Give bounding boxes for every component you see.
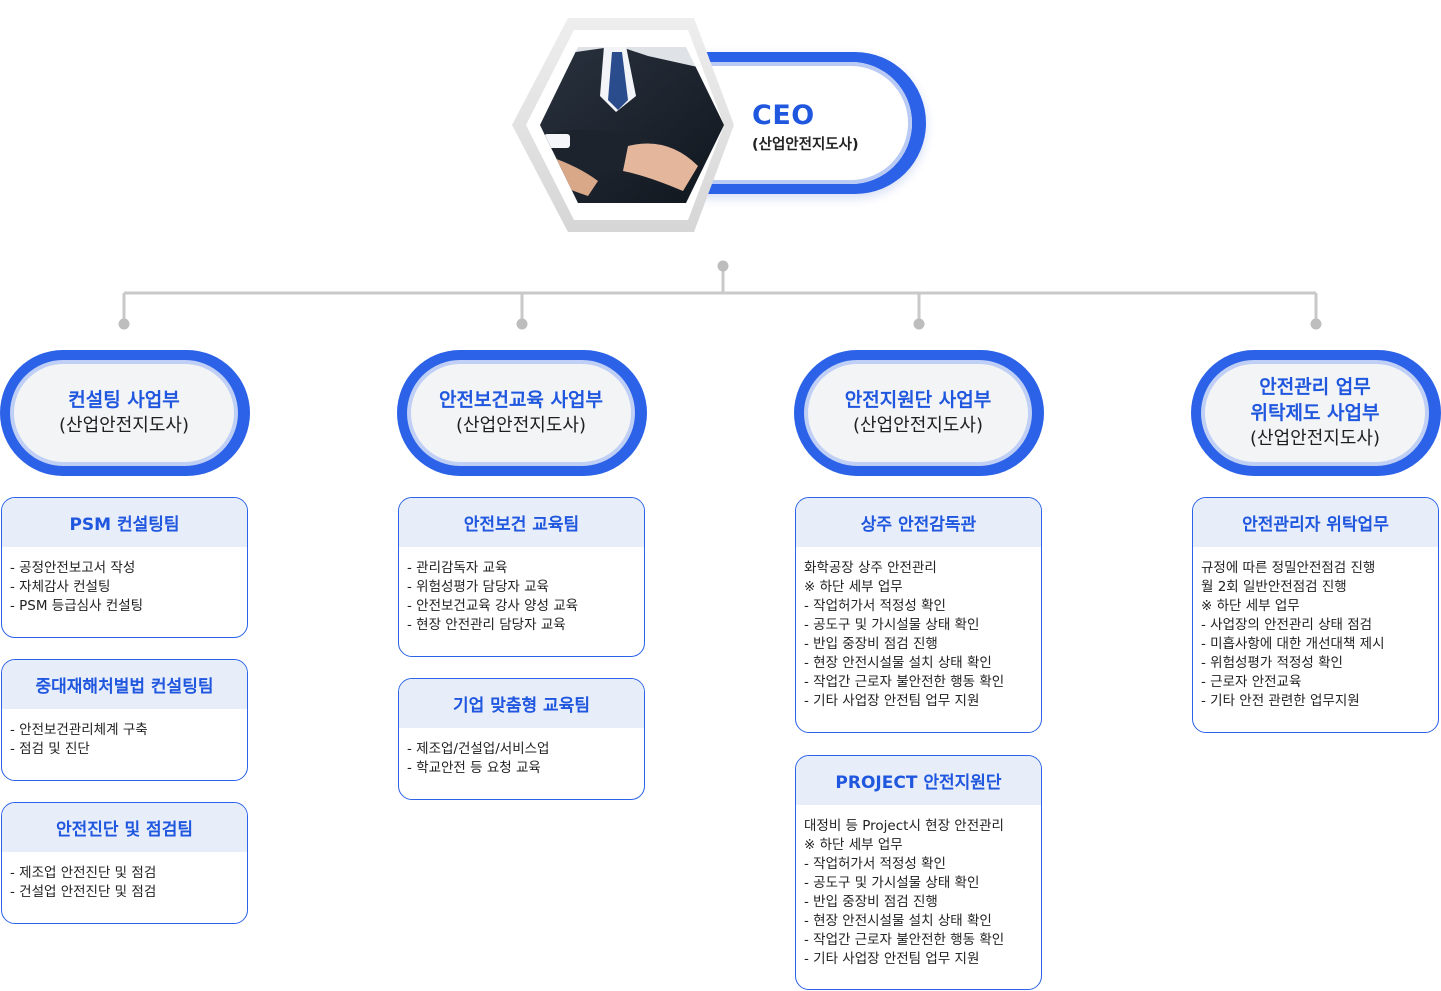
team-line: - 반입 중장비 점검 진행: [804, 636, 938, 652]
team-body: - 제조업 안전진단 및 점검 - 건설업 안전진단 및 점검: [2, 852, 247, 912]
team-line: - 제조업/건설업/서비스업: [407, 741, 550, 757]
team-body: 규정에 따른 정밀안전점검 진행 월 2회 일반안전점검 진행 ※ 하단 세부 …: [1193, 547, 1438, 721]
team-line: - 제조업 안전진단 및 점검: [10, 865, 157, 881]
dept-name: 안전보건교육 사업부: [439, 389, 603, 411]
team-card-resident-supervisor: 상주 안전감독관 화학공장 상주 안전관리 ※ 하단 세부 업무 - 작업허가서…: [795, 497, 1042, 733]
team-body: - 안전보건관리체계 구축 - 점검 및 진단: [2, 709, 247, 769]
team-line: - 점검 및 진단: [10, 741, 90, 757]
dept-name: 안전지원단 사업부: [844, 389, 992, 411]
team-line: 화학공장 상주 안전관리: [804, 560, 937, 576]
dept-consulting-inner: 컨설팅 사업부 (산업안전지도사): [10, 360, 238, 466]
businessman-image: [540, 47, 724, 203]
team-line: - 미흡사항에 대한 개선대책 제시: [1201, 636, 1385, 652]
team-body: - 공정안전보고서 작성 - 자체감사 컨설팅 - PSM 등급심사 컨설팅: [2, 547, 247, 626]
team-line: 월 2회 일반안전점검 진행: [1201, 579, 1347, 595]
team-line: - 공도구 및 가시설물 상태 확인: [804, 875, 980, 891]
team-line: 대정비 등 Project시 현장 안전관리: [804, 818, 1004, 834]
team-title: 안전보건 교육팀: [399, 498, 644, 547]
team-title: 중대재해처벌법 컨설팅팀: [2, 660, 247, 709]
team-line: - 관리감독자 교육: [407, 560, 508, 576]
team-line: - 반입 중장비 점검 진행: [804, 894, 938, 910]
team-card-safety-education: 안전보건 교육팀 - 관리감독자 교육 - 위험성평가 담당자 교육 - 안전보…: [398, 497, 645, 657]
team-line: - 건설업 안전진단 및 점검: [10, 884, 157, 900]
dept-support: 안전지원단 사업부 (산업안전지도사): [794, 350, 1044, 476]
team-body: - 관리감독자 교육 - 위험성평가 담당자 교육 - 안전보건교육 강사 양성…: [399, 547, 644, 645]
dept-consulting: 컨설팅 사업부 (산업안전지도사): [0, 350, 250, 476]
dept-education-inner: 안전보건교육 사업부 (산업안전지도사): [407, 360, 635, 466]
team-line: - 현장 안전시설물 설치 상태 확인: [804, 913, 992, 929]
team-card-diagnosis: 안전진단 및 점검팀 - 제조업 안전진단 및 점검 - 건설업 안전진단 및 …: [1, 802, 248, 924]
ceo-subtitle: (산업안전지도사): [752, 137, 859, 153]
team-line: - 작업허가서 적정성 확인: [804, 856, 946, 872]
team-title: 안전관리자 위탁업무: [1193, 498, 1438, 547]
team-line: ※ 하단 세부 업무: [804, 579, 903, 595]
team-card-project-support: PROJECT 안전지원단 대정비 등 Project시 현장 안전관리 ※ 하…: [795, 755, 1042, 990]
team-line: - 사업장의 안전관리 상태 점검: [1201, 617, 1373, 633]
team-line: - 작업허가서 적정성 확인: [804, 598, 946, 614]
team-body: 대정비 등 Project시 현장 안전관리 ※ 하단 세부 업무 - 작업허가…: [796, 805, 1041, 979]
team-line: - 작업간 근로자 불안전한 행동 확인: [804, 932, 1005, 948]
team-body: 화학공장 상주 안전관리 ※ 하단 세부 업무 - 작업허가서 적정성 확인 -…: [796, 547, 1041, 721]
team-line: - 공도구 및 가시설물 상태 확인: [804, 617, 980, 633]
team-line: - 기타 사업장 안전팀 업무 지원: [804, 693, 980, 709]
dept-subtitle: (산업안전지도사): [59, 415, 189, 436]
team-card-custom-education: 기업 맞춤형 교육팀 - 제조업/건설업/서비스업 - 학교안전 등 요청 교육: [398, 678, 645, 800]
team-line: - 안전보건관리체계 구축: [10, 722, 148, 738]
team-line: - PSM 등급심사 컨설팅: [10, 598, 144, 614]
dept-name: 컨설팅 사업부: [68, 389, 180, 411]
team-card-safety-manager-consignment: 안전관리자 위탁업무 규정에 따른 정밀안전점검 진행 월 2회 일반안전점검 …: [1192, 497, 1439, 733]
dept-consignment: 안전관리 업무 위탁제도 사업부 (산업안전지도사): [1191, 350, 1441, 476]
team-line: - 위험성평가 담당자 교육: [407, 579, 549, 595]
dept-support-inner: 안전지원단 사업부 (산업안전지도사): [804, 360, 1032, 466]
ceo-photo-hexagon: [512, 18, 734, 232]
team-card-psm: PSM 컨설팅팀 - 공정안전보고서 작성 - 자체감사 컨설팅 - PSM 등…: [1, 497, 248, 638]
team-line: - 기타 안전 관련한 업무지원: [1201, 693, 1360, 709]
dept-subtitle: (산업안전지도사): [456, 415, 586, 436]
team-title: 안전진단 및 점검팀: [2, 803, 247, 852]
dept-education: 안전보건교육 사업부 (산업안전지도사): [397, 350, 647, 476]
dept-consignment-inner: 안전관리 업무 위탁제도 사업부 (산업안전지도사): [1201, 360, 1429, 466]
team-title: 기업 맞춤형 교육팀: [399, 679, 644, 728]
team-line: ※ 하단 세부 업무: [804, 837, 903, 853]
team-line: - 자체감사 컨설팅: [10, 579, 111, 595]
team-line: - 작업간 근로자 불안전한 행동 확인: [804, 674, 1005, 690]
dept-name: 안전관리 업무: [1259, 376, 1371, 398]
team-card-serious-accident: 중대재해처벌법 컨설팅팀 - 안전보건관리체계 구축 - 점검 및 진단: [1, 659, 248, 781]
team-line: - 근로자 안전교육: [1201, 674, 1302, 690]
dept-name: 위탁제도 사업부: [1250, 402, 1380, 424]
ceo-title: CEO: [752, 100, 815, 131]
team-line: 규정에 따른 정밀안전점검 진행: [1201, 560, 1376, 576]
team-line: - 현장 안전시설물 설치 상태 확인: [804, 655, 992, 671]
team-line: ※ 하단 세부 업무: [1201, 598, 1300, 614]
team-line: - 위험성평가 적정성 확인: [1201, 655, 1343, 671]
team-title: 상주 안전감독관: [796, 498, 1041, 547]
team-body: - 제조업/건설업/서비스업 - 학교안전 등 요청 교육: [399, 728, 644, 788]
team-line: - 공정안전보고서 작성: [10, 560, 136, 576]
team-line: - 현장 안전관리 담당자 교육: [407, 617, 566, 633]
team-line: - 기타 사업장 안전팀 업무 지원: [804, 951, 980, 967]
team-title: PROJECT 안전지원단: [796, 756, 1041, 805]
team-line: - 안전보건교육 강사 양성 교육: [407, 598, 579, 614]
team-title: PSM 컨설팅팀: [2, 498, 247, 547]
team-line: - 학교안전 등 요청 교육: [407, 760, 541, 776]
dept-subtitle: (산업안전지도사): [1250, 428, 1380, 449]
dept-subtitle: (산업안전지도사): [853, 415, 983, 436]
